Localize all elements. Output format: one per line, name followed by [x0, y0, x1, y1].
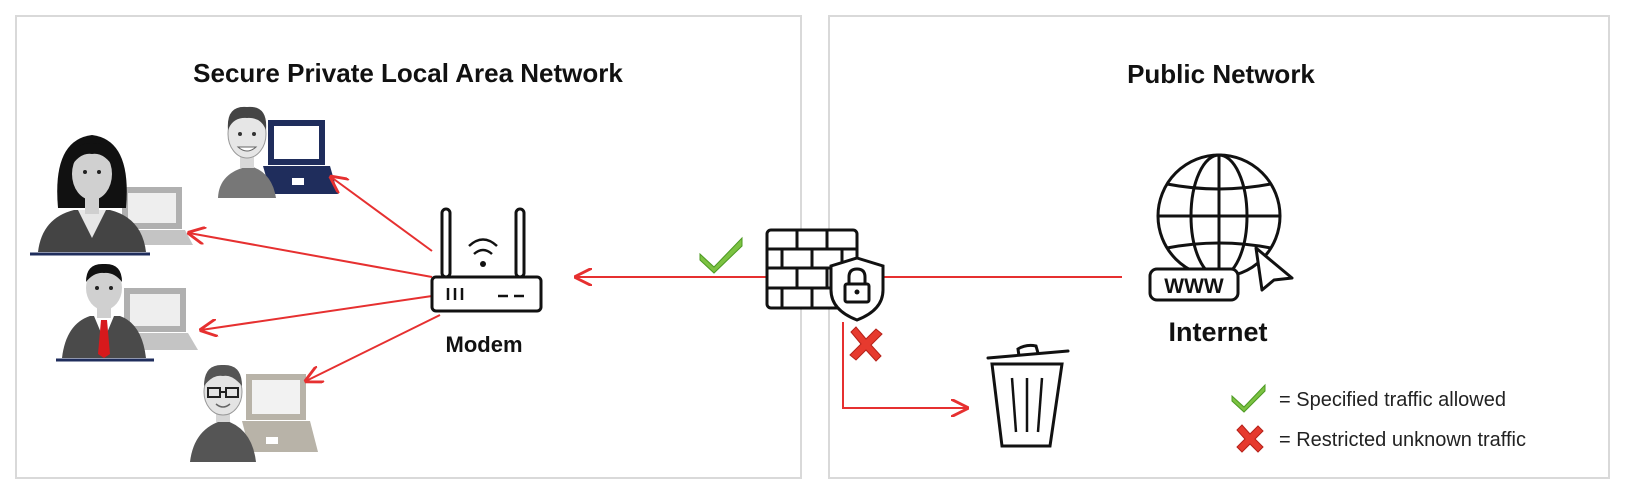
www-badge: WWW — [1148, 267, 1240, 302]
user-laptop-icon — [218, 106, 338, 198]
private-network-title: Secure Private Local Area Network — [193, 58, 623, 88]
check-icon — [1231, 383, 1266, 413]
rejected-traffic-arrow — [842, 322, 967, 408]
trash-icon — [986, 343, 1070, 448]
shield-lock-icon — [829, 256, 885, 322]
public-network-title: Public Network — [1127, 59, 1315, 89]
cross-icon — [849, 326, 883, 362]
modem-label: Modem — [446, 332, 523, 357]
legend: = Specified traffic allowed = Restricted… — [1231, 383, 1526, 453]
modem-to-users-arrows — [189, 177, 441, 381]
cursor-icon — [1254, 246, 1294, 292]
modem-icon — [430, 207, 543, 313]
globe-icon — [1156, 153, 1282, 279]
internet-label: Internet — [1168, 317, 1267, 347]
legend-item-allowed: = Specified traffic allowed — [1279, 389, 1506, 411]
private-network-panel — [15, 15, 802, 479]
legend-item-restricted: = Restricted unknown traffic — [1279, 429, 1526, 451]
user-laptop-icon — [30, 135, 193, 256]
www-text: WWW — [1164, 275, 1224, 298]
cross-icon — [1236, 424, 1264, 453]
user-laptop-icon — [190, 364, 318, 462]
user-laptop-icon — [56, 263, 198, 362]
check-icon — [699, 236, 743, 274]
